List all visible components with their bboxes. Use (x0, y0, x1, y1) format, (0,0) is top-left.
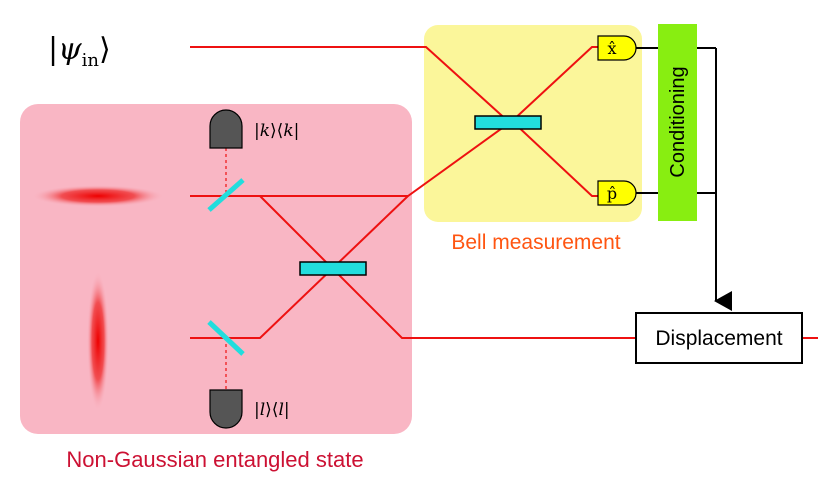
squeezed-state-horizontal (32, 185, 164, 207)
detector-p-label: p̂ (607, 184, 617, 203)
detector-l-icon (209, 389, 243, 429)
tap-beamsplitter-lower (207, 320, 245, 356)
projector-l-label: |l⟩⟨l| (254, 400, 290, 420)
mixer-crossing-1 (259, 195, 636, 339)
squeezed-state-vertical (87, 271, 109, 411)
detector-x-icon (597, 35, 637, 61)
detector-k-icon (209, 109, 243, 149)
input-state-label: |ψin⟩ (48, 32, 111, 71)
classical-signals (636, 47, 732, 311)
detector-p-icon (597, 180, 637, 206)
bell-beamsplitter (474, 115, 542, 130)
conditioning-label: Conditioning (667, 66, 689, 177)
bell-measurement-caption: Bell measurement (451, 231, 620, 254)
displacement-box (635, 312, 803, 364)
detector-x-label: x̂ (607, 39, 616, 58)
tap-beamsplitter-upper (207, 178, 245, 212)
upper-mode-beam (190, 119, 598, 197)
mixer-crossing-2 (190, 195, 409, 339)
conditioning-box (658, 24, 697, 221)
projector-k-label: |k⟩⟨k| (254, 121, 299, 141)
entangling-beamsplitter (299, 261, 367, 276)
displacement-label: Displacement (655, 327, 782, 350)
entangled-state-caption: Non-Gaussian entangled state (66, 447, 363, 472)
